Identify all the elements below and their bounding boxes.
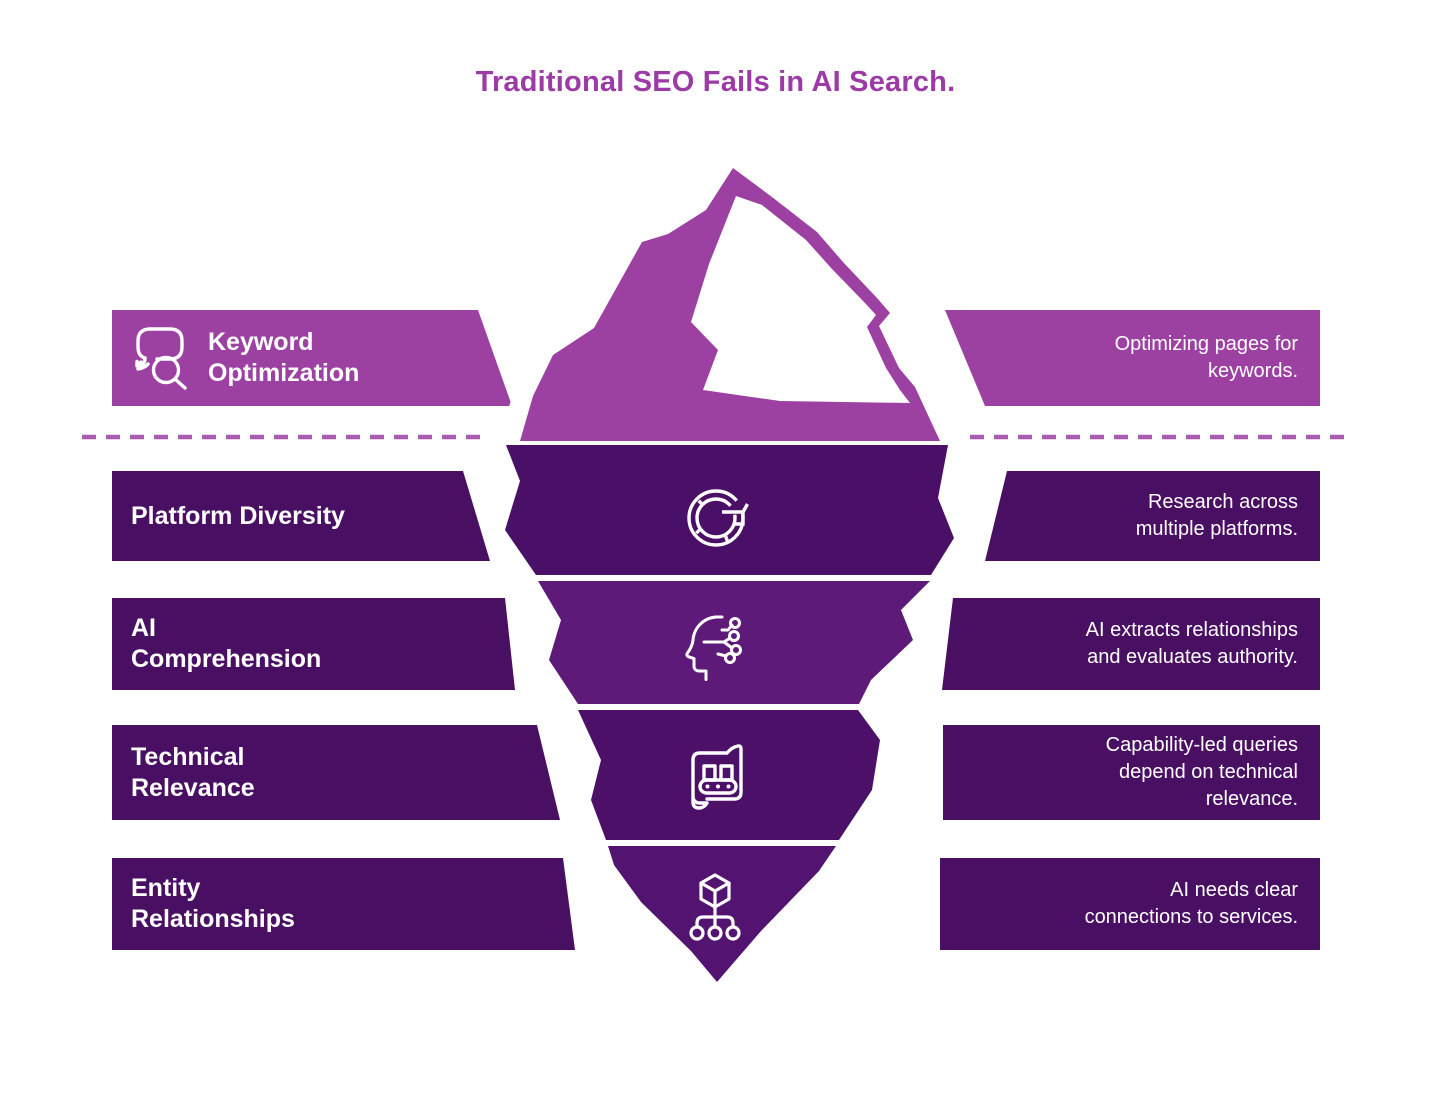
iceberg-facet-highlight (691, 196, 910, 403)
row-description: Capability-led queries depend on technic… (943, 732, 1320, 813)
band-right-technical-relevance: Capability-led queries depend on technic… (943, 725, 1320, 820)
band-left-entity-relationships: Entity Relationships (112, 858, 575, 950)
band-left-ai-comprehension: AI Comprehension (112, 598, 515, 690)
row-label-line: Platform Diversity (131, 501, 345, 530)
band-right-platform-diversity: Research across multiple platforms. (985, 471, 1320, 561)
band-left-keyword-optimization: Keyword Optimization (112, 310, 512, 406)
band-right-ai-comprehension: AI extracts relationships and evaluates … (942, 598, 1320, 690)
iceberg-halo-above (500, 148, 960, 461)
page-title: Traditional SEO Fails in AI Search. (475, 66, 956, 98)
row-label-line: Relevance (131, 773, 255, 802)
row-description: AI needs clear connections to services. (940, 877, 1320, 931)
document-conveyor-icon (680, 737, 750, 810)
band-left-platform-diversity: Platform Diversity (112, 471, 490, 561)
google-g-icon (680, 483, 756, 553)
ai-head-circuit-icon (678, 608, 752, 682)
row-description-line: keywords. (1207, 360, 1298, 382)
row-label-line: Keyword (208, 328, 314, 356)
row-description-line: connections to services. (1084, 906, 1298, 928)
band-left-technical-relevance: Technical Relevance (112, 725, 560, 820)
row-description-line: multiple platforms. (1135, 518, 1298, 540)
row-label-line: Entity (131, 874, 201, 902)
row-description-line: Optimizing pages for (1114, 333, 1298, 355)
row-description: Research across multiple platforms. (985, 489, 1320, 543)
row-label-line: AI (131, 614, 156, 642)
row-description-line: and evaluates authority. (1087, 646, 1298, 668)
row-label-line: Optimization (208, 359, 360, 387)
row-description-line: AI extracts relationships (1085, 619, 1298, 641)
cube-hierarchy-icon (684, 871, 746, 943)
row-label: AI Comprehension (112, 613, 515, 675)
row-description-line: AI needs clear (1170, 879, 1298, 901)
row-label-line: Technical (131, 742, 245, 771)
row-label: Technical Relevance (112, 742, 560, 804)
row-description-line: relevance. (1205, 788, 1298, 810)
row-description: Optimizing pages for keywords. (945, 331, 1320, 385)
row-label: Keyword Optimization (112, 327, 512, 389)
chat-search-icon (128, 326, 196, 392)
row-description: AI extracts relationships and evaluates … (942, 617, 1320, 671)
band-right-keyword-optimization: Optimizing pages for keywords. (945, 310, 1320, 406)
iceberg-peak (520, 168, 940, 441)
row-description-line: depend on technical (1118, 761, 1298, 783)
row-label-line: Comprehension (131, 645, 322, 673)
band-right-entity-relationships: AI needs clear connections to services. (940, 858, 1320, 950)
row-description-line: Research across (1147, 491, 1298, 513)
row-description-line: Capability-led queries (1105, 734, 1298, 756)
row-label: Entity Relationships (112, 873, 575, 935)
row-label: Platform Diversity (112, 501, 490, 532)
row-label-line: Relationships (131, 905, 295, 933)
